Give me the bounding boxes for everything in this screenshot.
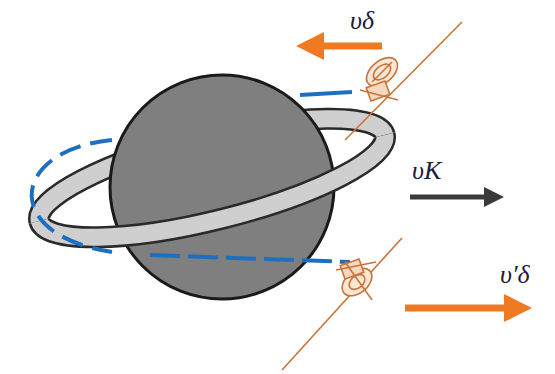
velocity-arrow xyxy=(405,305,518,312)
ring-front xyxy=(39,135,395,262)
velocity-label: υδ xyxy=(350,8,374,34)
velocity-arrow xyxy=(310,43,382,50)
velocity-label: υ′δ xyxy=(500,262,530,288)
trajectory xyxy=(300,92,352,95)
velocity-label: υK xyxy=(412,158,441,184)
trajectory-dashed xyxy=(32,140,112,252)
probe xyxy=(345,22,462,140)
velocity-arrow xyxy=(410,195,494,200)
probe xyxy=(282,238,402,370)
trajectory-dashed xyxy=(150,255,350,262)
